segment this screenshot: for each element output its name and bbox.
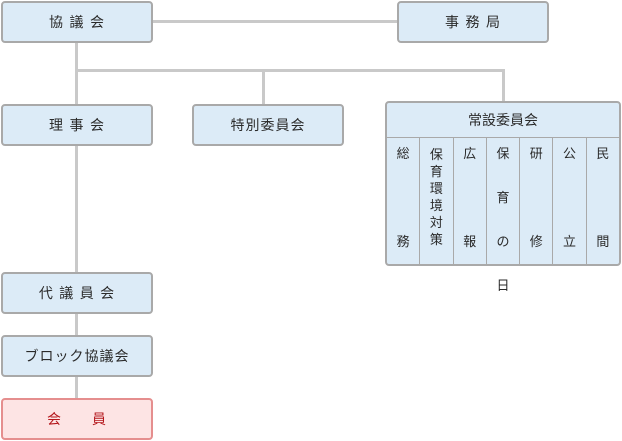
delegates-node: 代 議 員 会: [1, 272, 153, 314]
special-committee-label: 特別委員会: [230, 118, 306, 134]
special-committee-node: 特別委員会: [192, 104, 344, 146]
board-node: 理 事 会: [1, 104, 153, 146]
council-label: 協 議 会: [49, 15, 105, 31]
committee-column-label: 総 務: [396, 147, 410, 250]
connector-branch: [75, 69, 505, 72]
board-label: 理 事 会: [49, 118, 105, 134]
standing-committee-columns: 総 務 保 育 環 境 対 策 広 報 保 育 の 日 研 修 公 立 民 間: [387, 138, 619, 294]
standing-committee-node: 常設委員会 総 務 保 育 環 境 対 策 広 報 保 育 の 日 研 修 公 …: [385, 101, 621, 294]
secretariat-node: 事 務 局: [397, 1, 549, 43]
block-council-label: ブロック協議会: [24, 349, 130, 365]
committee-column-general-affairs: 総 務: [387, 138, 419, 264]
committee-column-private: 民 間: [585, 138, 619, 264]
committee-column-label: 研 修: [529, 147, 543, 250]
secretariat-label: 事 務 局: [445, 15, 501, 31]
committee-column-label: 民 間: [596, 147, 610, 250]
connector-standing-committee: [502, 69, 505, 103]
members-node: 会 員: [1, 398, 153, 440]
connector-trunk: [75, 42, 78, 400]
committee-column-label: 保 育 の 日: [496, 147, 510, 294]
committee-column-label: 保 育 環 境 対 策: [429, 148, 443, 248]
committee-column-childcare-environment: 保 育 環 境 対 策: [419, 138, 452, 264]
committee-column-label: 広 報: [463, 147, 477, 250]
committee-column-childcare-day: 保 育 の 日: [485, 138, 519, 294]
committee-column-label: 公 立: [563, 147, 577, 250]
committee-column-public: 公 立: [552, 138, 585, 264]
standing-committee-title: 常設委員会: [387, 103, 619, 138]
delegates-label: 代 議 員 会: [38, 286, 116, 302]
committee-column-public-relations: 広 報: [452, 138, 486, 264]
council-node: 協 議 会: [1, 1, 153, 43]
members-label: 会 員: [47, 412, 107, 428]
connector-council-secretariat: [152, 20, 398, 23]
connector-special-committee: [262, 69, 265, 104]
block-council-node: ブロック協議会: [1, 335, 153, 377]
committee-column-training: 研 修: [519, 138, 552, 264]
